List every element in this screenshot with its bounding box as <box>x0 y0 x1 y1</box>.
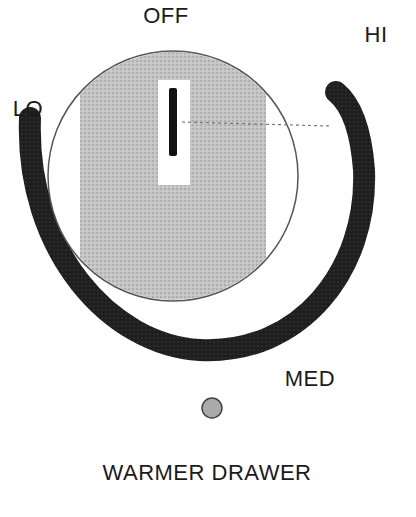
med-label: MED <box>285 368 335 390</box>
hi-guide-line <box>182 122 330 126</box>
pointer-mark <box>169 88 177 156</box>
hi-label: HI <box>365 24 388 46</box>
grip-notch <box>158 80 190 185</box>
off-label: OFF <box>143 5 189 27</box>
lo-label: LO <box>13 98 43 120</box>
indicator-light <box>202 398 222 418</box>
knob-grip <box>80 40 266 320</box>
warmer-drawer-label: WARMER DRAWER <box>103 462 312 484</box>
